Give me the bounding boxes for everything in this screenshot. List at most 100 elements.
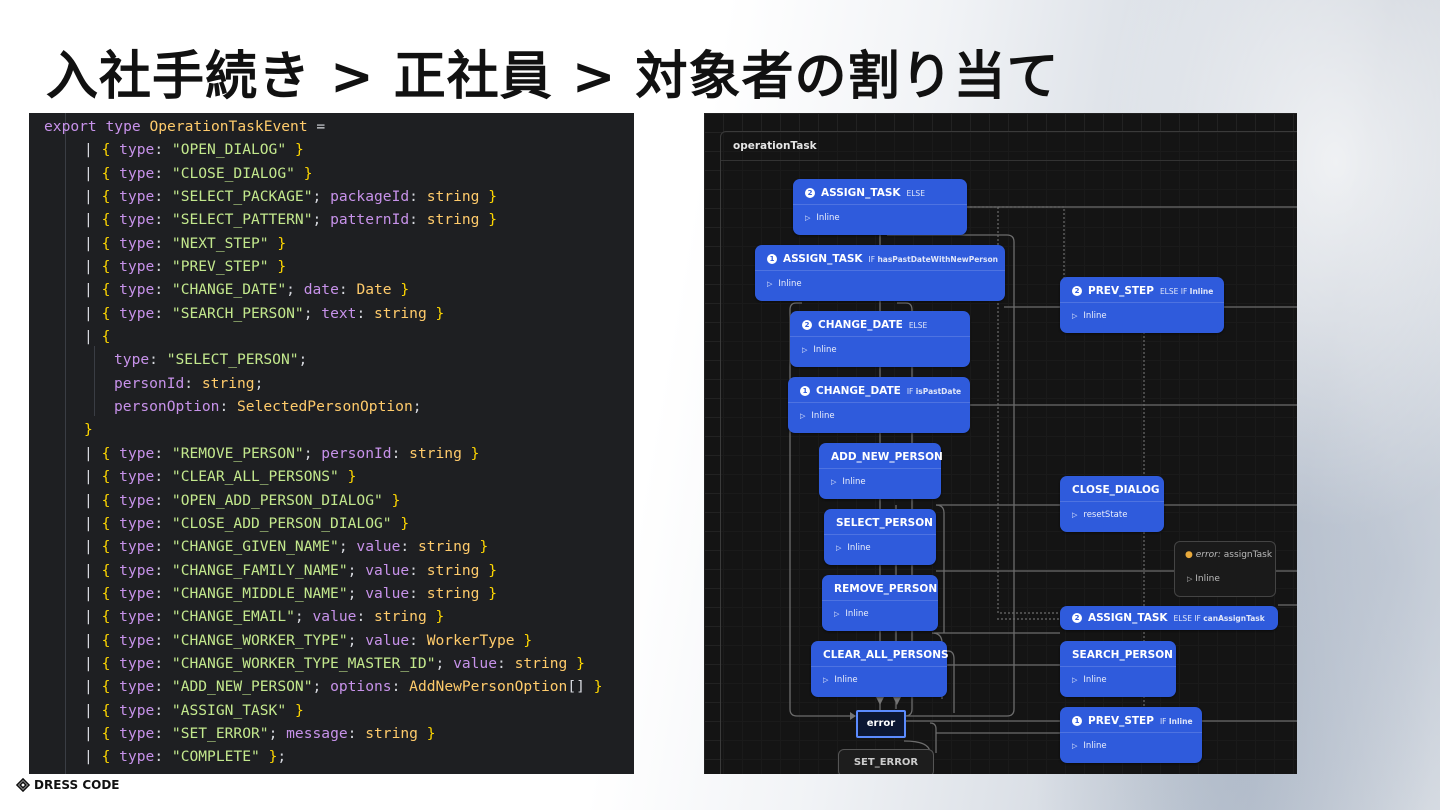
logo-text: DRESS CODE — [34, 778, 120, 792]
code-line: type: "SELECT_PERSON"; — [114, 351, 308, 369]
code-line: | { type: "ADD_NEW_PERSON"; options: Add… — [84, 678, 603, 696]
guard-condition: ELSE IF Inline — [1159, 286, 1214, 296]
code-line: | { type: "CHANGE_FAMILY_NAME"; value: s… — [84, 561, 498, 579]
indent-guide — [65, 113, 66, 774]
transition-action: ▷Inline — [767, 279, 802, 289]
guard-condition: ELSE — [906, 188, 925, 198]
guard-condition: IF Inline — [1159, 716, 1193, 726]
guard-condition: ELSE — [908, 320, 928, 330]
code-line: | { type: "SELECT_PACKAGE"; packageId: s… — [84, 188, 498, 206]
transition-action: ▷resetState — [1072, 510, 1128, 520]
transition-node-clear-all-persons[interactable]: CLEAR_ALL_PERSONS▷Inline — [811, 641, 949, 697]
code-line: | { type: "CHANGE_EMAIL"; value: string … — [84, 608, 445, 626]
code-line: } — [84, 421, 93, 439]
state-label: operationTask — [733, 140, 817, 152]
transition-action: ▷Inline — [800, 411, 835, 421]
guard-order-icon: 1 — [800, 386, 810, 396]
play-icon: ▷ — [1072, 676, 1078, 684]
play-icon: ▷ — [767, 280, 773, 288]
play-icon: ▷ — [834, 610, 840, 618]
code-line: personOption: SelectedPersonOption; — [114, 398, 422, 416]
code-line: | { type: "CLOSE_DIALOG" } — [84, 164, 313, 182]
error-invoke-node[interactable]: ● error: assignTask ▷ Inline — [1174, 541, 1276, 597]
code-line: | { type: "REMOVE_PERSON"; personId: str… — [84, 444, 480, 462]
guard-order-icon: 2 — [1072, 286, 1082, 296]
code-line: | { type: "CHANGE_WORKER_TYPE"; value: W… — [84, 631, 533, 649]
transition-name: REMOVE_PERSON — [834, 583, 938, 595]
code-line: | { type: "CLOSE_ADD_PERSON_DIALOG" } — [84, 514, 410, 532]
code-line: | { type: "NEXT_STEP" } — [84, 234, 287, 252]
transition-name: CLOSE_DIALOG — [1072, 484, 1160, 496]
error-state[interactable]: error — [856, 710, 906, 738]
code-line: | { type: "OPEN_DIALOG" } — [84, 141, 304, 159]
guard-order-icon: 1 — [767, 254, 777, 264]
transition-node-remove-person[interactable]: REMOVE_PERSON ▷Inline — [822, 575, 938, 631]
code-editor: export type OperationTaskEvent = | { type… — [29, 113, 634, 774]
page-title: 入社手続き > 正社員 > 対象者の割り当て — [46, 47, 1060, 107]
play-icon: ▷ — [823, 676, 829, 684]
transition-action: ▷Inline — [1072, 311, 1107, 321]
dress-code-logo-icon — [16, 778, 30, 792]
code-line: personId: string; — [114, 374, 264, 392]
indent-guide — [94, 346, 95, 416]
play-icon: ▷ — [831, 478, 837, 486]
transition-action: ▷Inline — [805, 213, 840, 223]
guard-order-icon: 2 — [805, 188, 815, 198]
play-icon: ▷ — [1072, 742, 1078, 750]
code-line: | { type: "CHANGE_MIDDLE_NAME"; value: s… — [84, 584, 498, 602]
code-line: | { type: "CHANGE_GIVEN_NAME"; value: st… — [84, 538, 489, 556]
dress-code-logo: DRESS CODE — [16, 778, 120, 792]
play-icon: ▷ — [802, 346, 808, 354]
play-icon: ▷ — [836, 544, 842, 552]
play-icon: ▷ — [1072, 312, 1078, 320]
guard-order-icon: 1 — [1072, 716, 1082, 726]
code-line: export type OperationTaskEvent = — [44, 118, 326, 135]
error-invoke-label: ● error: assignTask — [1185, 550, 1273, 560]
code-line: | { type: "CLEAR_ALL_PERSONS" } — [84, 468, 357, 486]
code-line: | { type: "ASSIGN_TASK" } — [84, 701, 304, 719]
transition-name: ADD_NEW_PERSON — [831, 451, 943, 463]
transition-action: ▷Inline — [836, 543, 871, 553]
transition-node-add-new-person[interactable]: ADD_NEW_PERSON ▷Inline — [819, 443, 943, 499]
guard-condition: ELSE IF canAssignTask — [1173, 613, 1265, 623]
set-error-transition[interactable]: SET_ERROR — [838, 749, 934, 774]
guard-condition: IF hasPastDateWithNewPerson — [868, 254, 998, 264]
transition-action: ▷Inline — [1072, 741, 1107, 751]
play-icon: ▷ — [1072, 511, 1078, 519]
transition-action: ▷Inline — [1072, 675, 1107, 685]
transition-node-search-person[interactable]: SEARCH_PERSON ▷Inline — [1060, 641, 1176, 697]
guard-order-icon: 2 — [1072, 613, 1082, 623]
code-line: | { type: "CHANGE_WORKER_TYPE_MASTER_ID"… — [84, 654, 585, 672]
code-line: | { type: "COMPLETE" }; — [84, 748, 287, 766]
transition-name: SELECT_PERSON — [836, 517, 933, 529]
transition-name: SEARCH_PERSON — [1072, 649, 1173, 661]
code-line: | { type: "PREV_STEP" } — [84, 258, 287, 276]
code-line: | { type: "OPEN_ADD_PERSON_DIALOG" } — [84, 491, 401, 509]
play-icon: ▷ — [800, 412, 806, 420]
play-icon: ▷ — [805, 214, 811, 222]
code-line: | { type: "SET_ERROR"; message: string } — [84, 724, 436, 742]
transition-action: ▷Inline — [834, 609, 869, 619]
transition-node-close-dialog[interactable]: CLOSE_DIALOG ▷resetState — [1060, 476, 1164, 532]
transition-node-select-person[interactable]: SELECT_PERSON ▷Inline — [824, 509, 936, 565]
code-line: | { type: "SEARCH_PERSON"; text: string … — [84, 304, 445, 322]
error-invoke-action: ▷ Inline — [1187, 574, 1220, 584]
guard-condition: IF isPastDate — [906, 386, 962, 396]
transition-action: ▷Inline — [823, 675, 858, 685]
transition-action: ▷Inline — [831, 477, 866, 487]
